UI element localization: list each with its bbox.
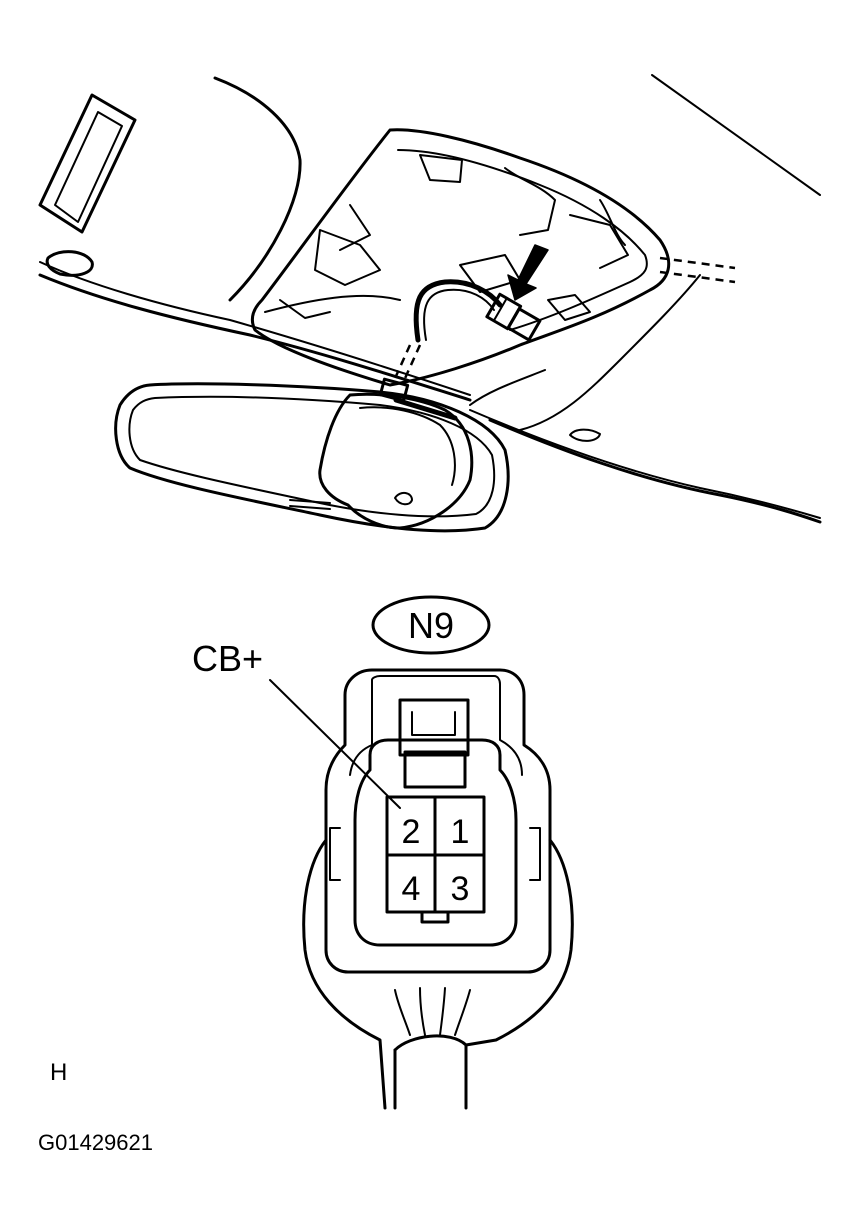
pin-1: 1 bbox=[451, 813, 470, 851]
headliner-edge bbox=[213, 76, 302, 302]
connector-latch bbox=[398, 698, 470, 789]
map-lamp bbox=[45, 250, 94, 277]
corner-letter: H bbox=[50, 1059, 67, 1086]
terminal-leader-line bbox=[269, 679, 401, 809]
rear-view-mirror bbox=[114, 382, 510, 533]
pointer-arrow bbox=[507, 244, 549, 301]
pin-3: 3 bbox=[451, 870, 470, 908]
pin-4: 4 bbox=[402, 870, 421, 908]
wire-sheath bbox=[393, 1034, 468, 1110]
wire-boot bbox=[302, 838, 387, 1110]
connector-housing-inner bbox=[353, 738, 518, 947]
connector-face-view: N9 CB+ 2 1 4 3 bbox=[192, 595, 574, 1110]
sun-visor bbox=[38, 93, 137, 234]
connector-code: N9 bbox=[408, 605, 454, 646]
connector-plug bbox=[485, 292, 542, 342]
pin-2: 2 bbox=[402, 813, 421, 851]
headliner-illustration bbox=[38, 74, 822, 533]
connector-housing-outer bbox=[324, 668, 552, 974]
console-opening bbox=[250, 128, 671, 387]
pin-cavity-grid: 2 1 4 3 bbox=[385, 795, 486, 924]
terminal-label: CB+ bbox=[192, 638, 263, 679]
connector-code-badge bbox=[371, 595, 491, 655]
wire-harness bbox=[413, 279, 503, 343]
mirror-mount bbox=[318, 392, 474, 530]
figure-id: G01429621 bbox=[38, 1130, 153, 1155]
